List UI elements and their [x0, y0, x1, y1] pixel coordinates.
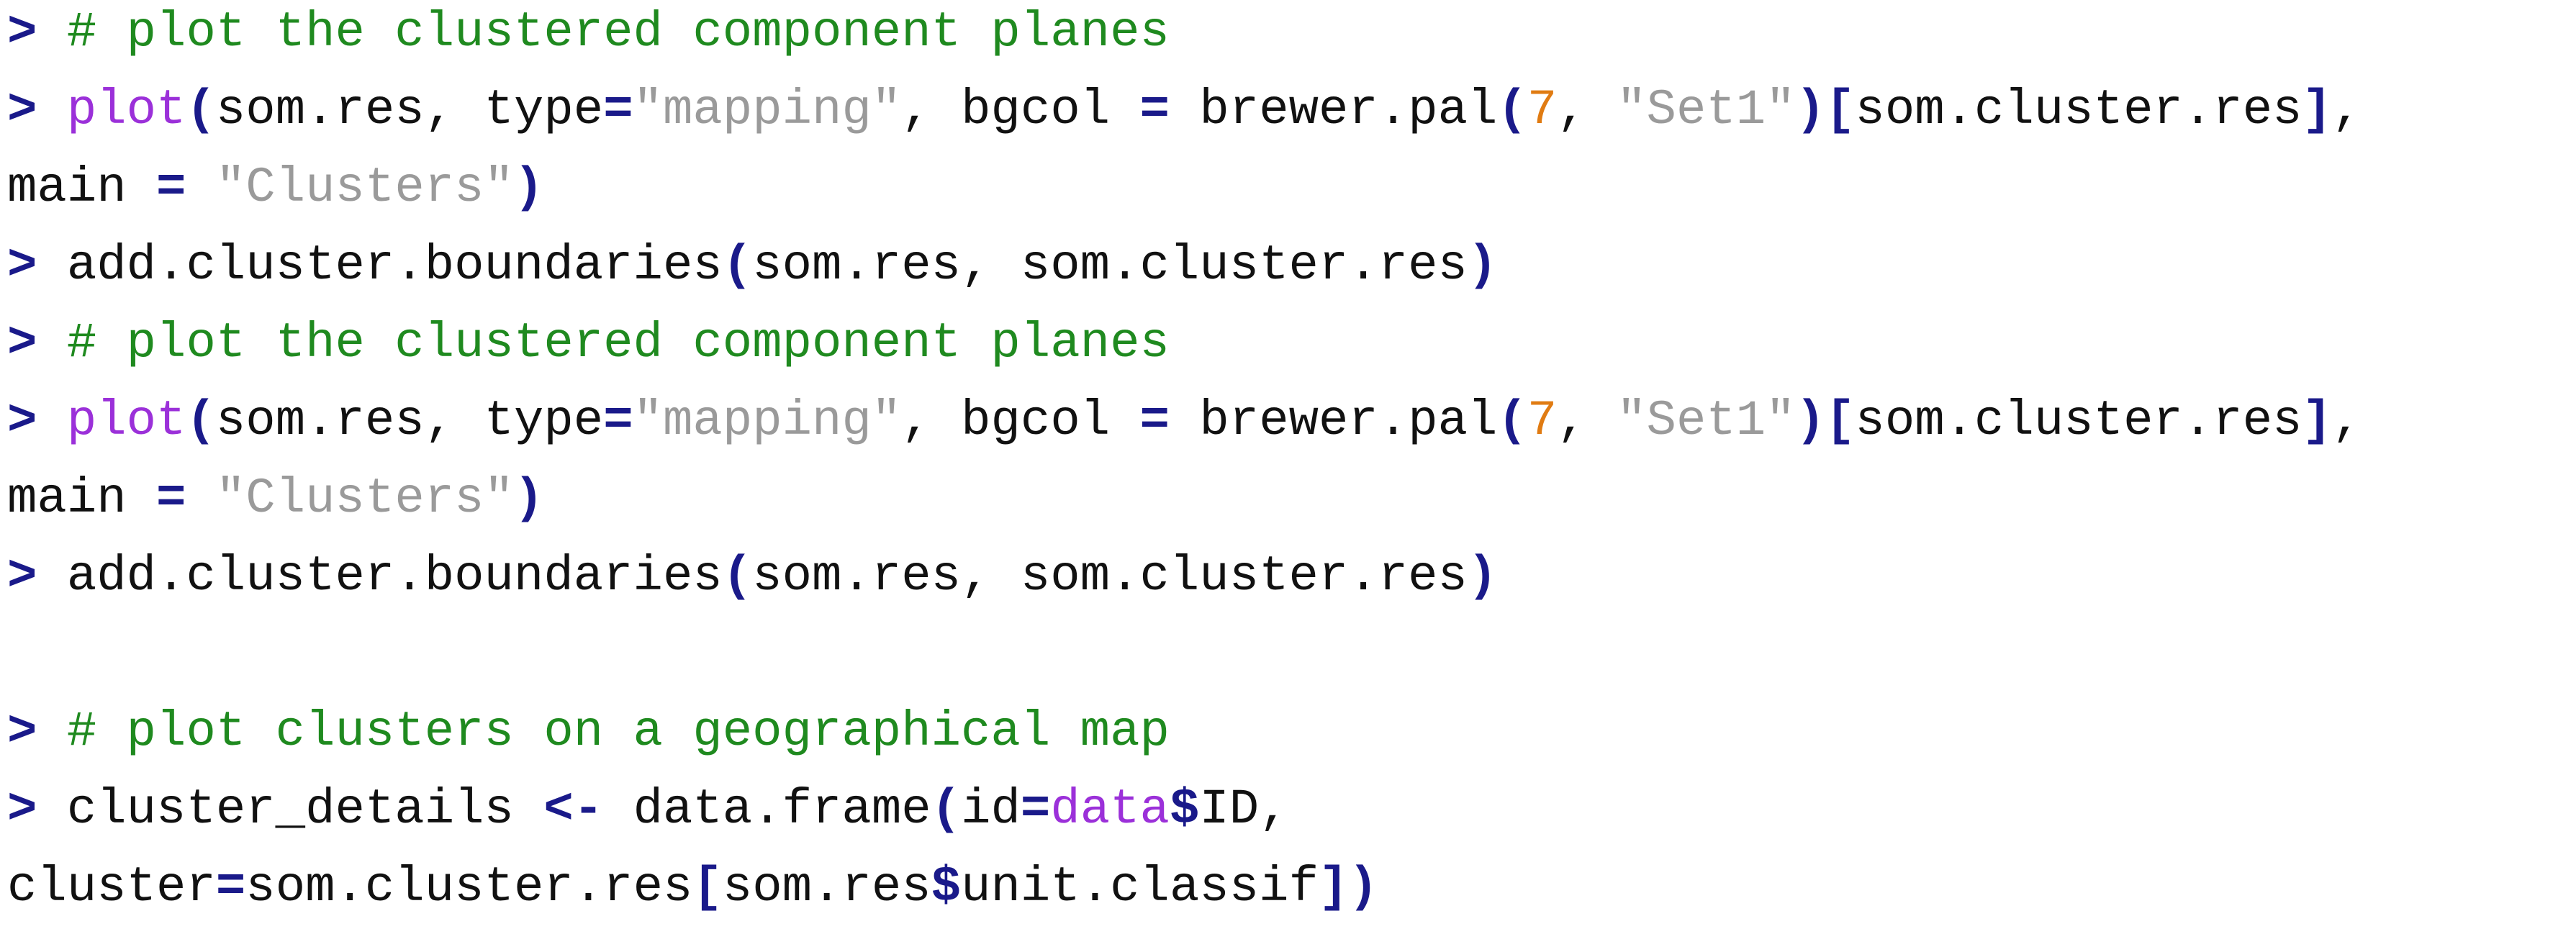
code-text: cluster_details: [66, 781, 544, 838]
bracket: (: [1497, 393, 1527, 449]
code-text: main: [7, 471, 157, 527]
code-line: main = "Clusters"): [7, 466, 543, 531]
operator: =: [156, 160, 186, 216]
code-text: add.cluster.boundaries: [66, 548, 723, 604]
string-literal: "Clusters": [215, 471, 514, 527]
code-text: , bgcol: [901, 393, 1140, 449]
code-text: data.frame: [603, 781, 931, 838]
prompt-symbol: >: [7, 393, 67, 449]
bracket: (: [722, 237, 753, 294]
bracket: (: [186, 82, 216, 138]
number-literal: 7: [1527, 82, 1558, 138]
operator: =: [603, 82, 633, 138]
string-literal: "mapping": [633, 82, 902, 138]
prompt-symbol: >: [7, 237, 67, 294]
operator: =: [1139, 393, 1170, 449]
operator: =: [156, 471, 186, 527]
code-text: som.res: [722, 859, 931, 915]
code-text: add.cluster.boundaries: [66, 237, 723, 294]
bracket: ): [1467, 548, 1498, 604]
bracket: )[: [1795, 393, 1856, 449]
code-text: cluster: [7, 859, 216, 915]
string-literal: "Set1": [1617, 393, 1796, 449]
string-literal: "mapping": [633, 393, 902, 449]
operator: =: [215, 859, 246, 915]
bracket: ): [513, 160, 544, 216]
code-text: ,: [1557, 393, 1617, 449]
code-text: ,: [1557, 82, 1617, 138]
operator: =: [1020, 781, 1051, 838]
bracket: [: [692, 859, 723, 915]
code-text: som.cluster.res: [245, 859, 693, 915]
code-text: main: [7, 160, 157, 216]
bracket: (: [931, 781, 962, 838]
operator: $: [931, 859, 962, 915]
prompt-symbol: >: [7, 548, 67, 604]
prompt-symbol: >: [7, 4, 67, 60]
code-text: ,: [2331, 82, 2362, 138]
code-text: ID,: [1199, 781, 1289, 838]
prompt-symbol: >: [7, 315, 67, 371]
code-text: som.cluster.res: [1855, 393, 2302, 449]
bracket: ): [1467, 237, 1498, 294]
operator: <-: [543, 781, 604, 838]
bracket: ]: [2302, 82, 2332, 138]
code-line: > cluster_details <- data.frame(id=data$…: [7, 777, 1289, 842]
code-text: som.res, type: [215, 393, 604, 449]
function-name: plot: [66, 82, 186, 138]
bracket: )[: [1795, 82, 1856, 138]
code-text: som.res, som.cluster.res: [752, 548, 1468, 604]
code-comment: # plot clusters on a geographical map: [66, 704, 1170, 760]
code-text: brewer.pal: [1169, 393, 1498, 449]
code-text: ,: [2331, 393, 2362, 449]
code-line: > add.cluster.boundaries(som.res, som.cl…: [7, 233, 1497, 298]
bracket: (: [1497, 82, 1527, 138]
bracket: ]): [1318, 859, 1378, 915]
code-text: id: [961, 781, 1021, 838]
string-literal: "Clusters": [215, 160, 514, 216]
prompt-symbol: >: [7, 82, 67, 138]
code-text: som.res, type: [215, 82, 604, 138]
code-line: cluster=som.cluster.res[som.res$unit.cla…: [7, 855, 1378, 920]
code-text: brewer.pal: [1169, 82, 1498, 138]
code-text: som.res, som.cluster.res: [752, 237, 1468, 294]
function-name: plot: [66, 393, 186, 449]
bracket: ): [513, 471, 544, 527]
code-line: > # plot the clustered component planes: [7, 0, 1170, 65]
operator: =: [1139, 82, 1170, 138]
code-line: main = "Clusters"): [7, 155, 543, 220]
operator: $: [1169, 781, 1200, 838]
number-literal: 7: [1527, 393, 1558, 449]
code-text: som.cluster.res: [1855, 82, 2302, 138]
operator: =: [603, 393, 633, 449]
bracket: (: [722, 548, 753, 604]
code-comment: # plot the clustered component planes: [66, 315, 1170, 371]
prompt-symbol: >: [7, 704, 67, 760]
code-line: > # plot clusters on a geographical map: [7, 699, 1170, 764]
code-text: , bgcol: [901, 82, 1140, 138]
code-text: [186, 471, 215, 527]
prompt-symbol: >: [7, 781, 67, 838]
code-text: unit.classif: [961, 859, 1319, 915]
bracket: ]: [2302, 393, 2332, 449]
bracket: (: [186, 393, 216, 449]
function-name: data: [1050, 781, 1170, 838]
code-line: > plot(som.res, type="mapping", bgcol = …: [7, 78, 2362, 142]
code-line: > plot(som.res, type="mapping", bgcol = …: [7, 389, 2362, 453]
code-comment: # plot the clustered component planes: [66, 4, 1170, 60]
string-literal: "Set1": [1617, 82, 1796, 138]
code-text: [186, 160, 215, 216]
code-line: > add.cluster.boundaries(som.res, som.cl…: [7, 544, 1497, 609]
code-line: > # plot the clustered component planes: [7, 311, 1170, 376]
